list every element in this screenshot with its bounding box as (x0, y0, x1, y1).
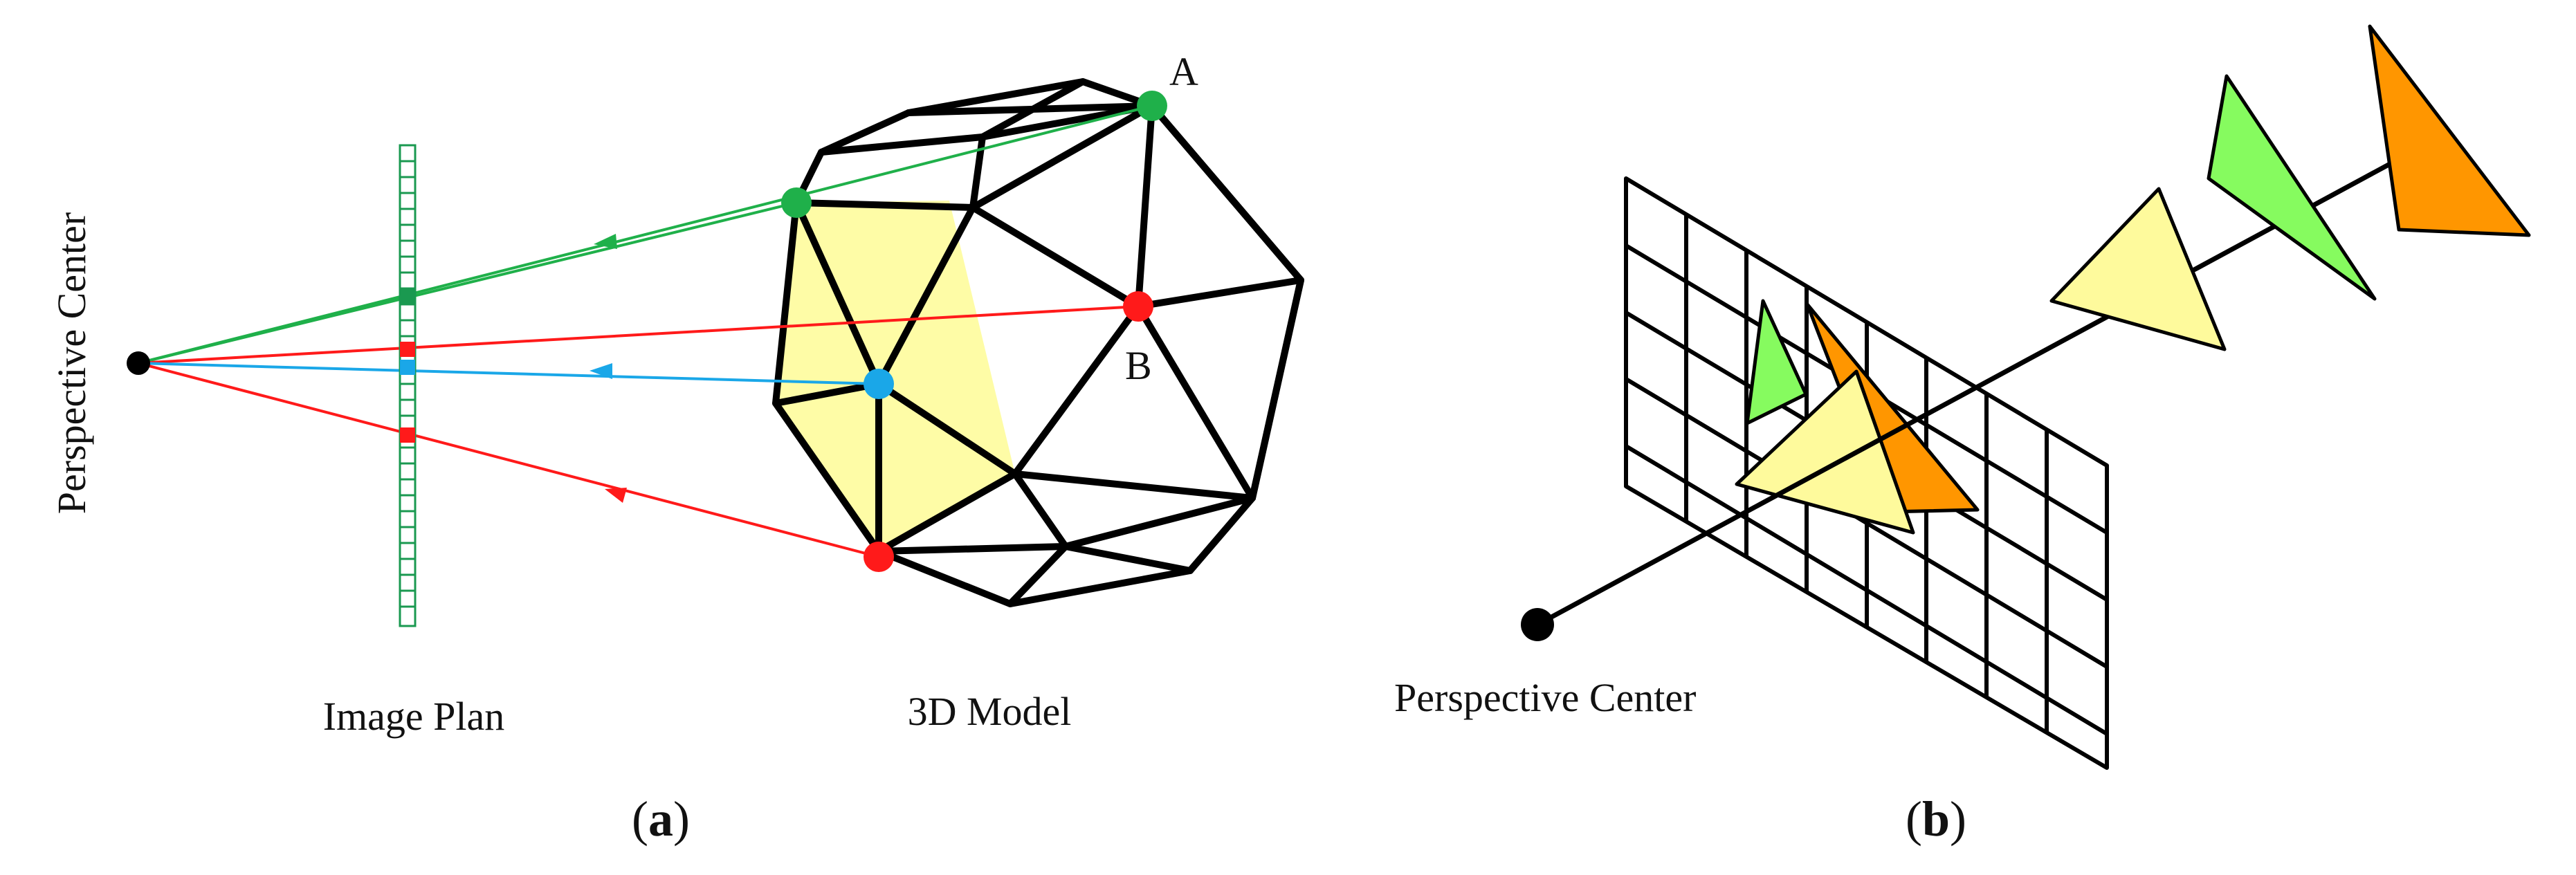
arrowhead-red (605, 488, 627, 503)
perspective-center-label: Perspective Center (1394, 675, 1696, 720)
perspective-center-vertical-label: Perspective Center (49, 212, 94, 514)
vertex-a (1137, 91, 1167, 121)
perspective-center-point (127, 351, 150, 375)
image-plane (399, 144, 417, 627)
arrowhead-blue (590, 363, 612, 379)
caption-a: (a) (632, 791, 690, 847)
point-a-label: A (1169, 49, 1198, 94)
vertex-green (781, 187, 812, 218)
ray-blue (138, 362, 879, 385)
model-label: 3D Model (908, 689, 1072, 734)
image-plane-label: Image Plan (323, 694, 505, 739)
caption-b: (b) (1906, 791, 1966, 847)
projected-triangle-green (1745, 299, 1808, 425)
ray-green (138, 201, 797, 365)
ray-red (138, 362, 879, 558)
panel-a: Perspective Center A B Image Plan 3D Mod… (49, 49, 1304, 847)
space-triangle-green (2207, 74, 2377, 301)
point-b-label: B (1125, 343, 1152, 388)
perspective-center-point-b (1521, 608, 1554, 641)
model-highlight-face (776, 201, 1015, 551)
ray-green-a (138, 104, 1153, 365)
pixel-blue (400, 360, 415, 375)
ray-red-b (138, 305, 1139, 365)
vertex-b (1123, 291, 1153, 322)
space-triangle-orange (2368, 24, 2531, 237)
vertex-red (864, 542, 894, 572)
pixel-red-b (400, 342, 415, 357)
pixel-red (400, 427, 415, 443)
space-triangle-yellow (2049, 187, 2227, 351)
vertex-blue (864, 369, 894, 399)
projection-rays (138, 104, 1153, 558)
panel-b: Perspective Center (b) (1394, 24, 2531, 847)
projection-line (1536, 151, 2409, 627)
pixel-green (400, 288, 415, 304)
arrowhead-green (594, 234, 617, 249)
